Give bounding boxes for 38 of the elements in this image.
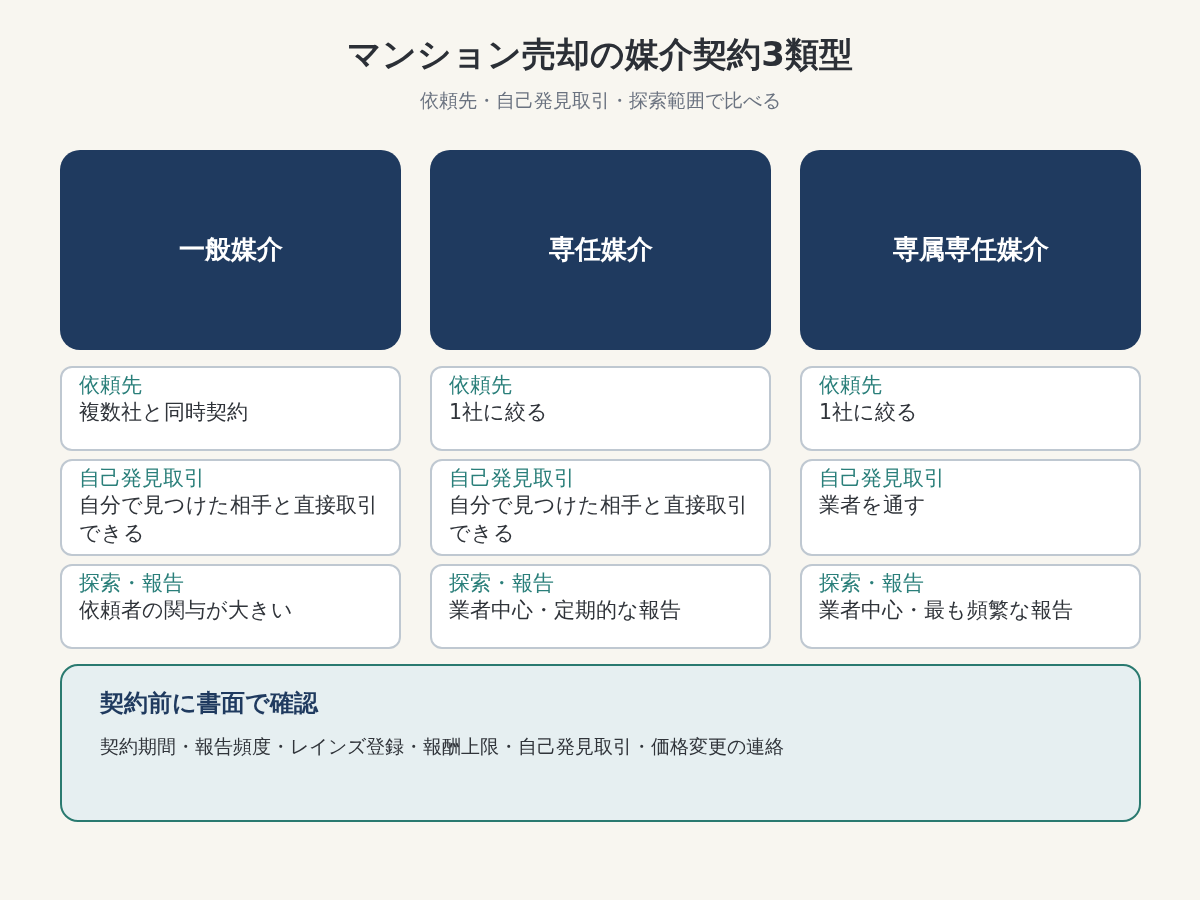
info-card (800, 459, 1141, 556)
type-header-card (800, 150, 1141, 350)
item-description: 1社に絞る (449, 399, 549, 427)
info-card (800, 564, 1141, 649)
type-header-card (430, 150, 771, 350)
item-description: 依頼者の関与が大きい (79, 597, 293, 625)
info-card (800, 366, 1141, 451)
info-card (430, 564, 771, 649)
item-description: 1社に絞る (819, 399, 919, 427)
item-description: 業者中心・定期的な報告 (449, 597, 681, 625)
item-description: 自分で見つけた相手と直接取引できる (79, 492, 379, 547)
title: マンション売却の媒介契約3類型 (347, 34, 853, 75)
note-heading: 契約前に書面で確認 (100, 688, 318, 719)
type-header-card (60, 150, 401, 350)
item-heading: 依頼先 (79, 372, 142, 399)
contract-type-title: 専任媒介 (548, 233, 653, 267)
note-panel (60, 664, 1141, 822)
info-card (60, 459, 401, 556)
note-text: 契約期間・報告頻度・レインズ登録・報酬上限・自己発見取引・価格変更の連絡 (100, 734, 784, 760)
item-heading: 自己発見取引 (449, 465, 575, 492)
item-description: 業者を通す (819, 492, 926, 520)
item-description: 業者中心・最も頻繁な報告 (819, 597, 1073, 625)
subtitle: 依頼先・自己発見取引・探索範囲で比べる (419, 88, 781, 113)
item-description: 自分で見つけた相手と直接取引できる (449, 492, 749, 547)
item-heading: 依頼先 (449, 372, 512, 399)
item-description: 複数社と同時契約 (79, 399, 248, 427)
item-heading: 自己発見取引 (819, 465, 945, 492)
item-heading: 探索・報告 (79, 570, 184, 597)
info-card (60, 366, 401, 451)
info-card (430, 459, 771, 556)
contract-type-title: 専属専任媒介 (892, 233, 1049, 267)
item-heading: 探索・報告 (819, 570, 924, 597)
info-card (430, 366, 771, 451)
item-heading: 自己発見取引 (79, 465, 205, 492)
contract-type-title: 一般媒介 (178, 233, 283, 267)
item-heading: 探索・報告 (449, 570, 554, 597)
info-card (60, 564, 401, 649)
item-heading: 依頼先 (819, 372, 882, 399)
